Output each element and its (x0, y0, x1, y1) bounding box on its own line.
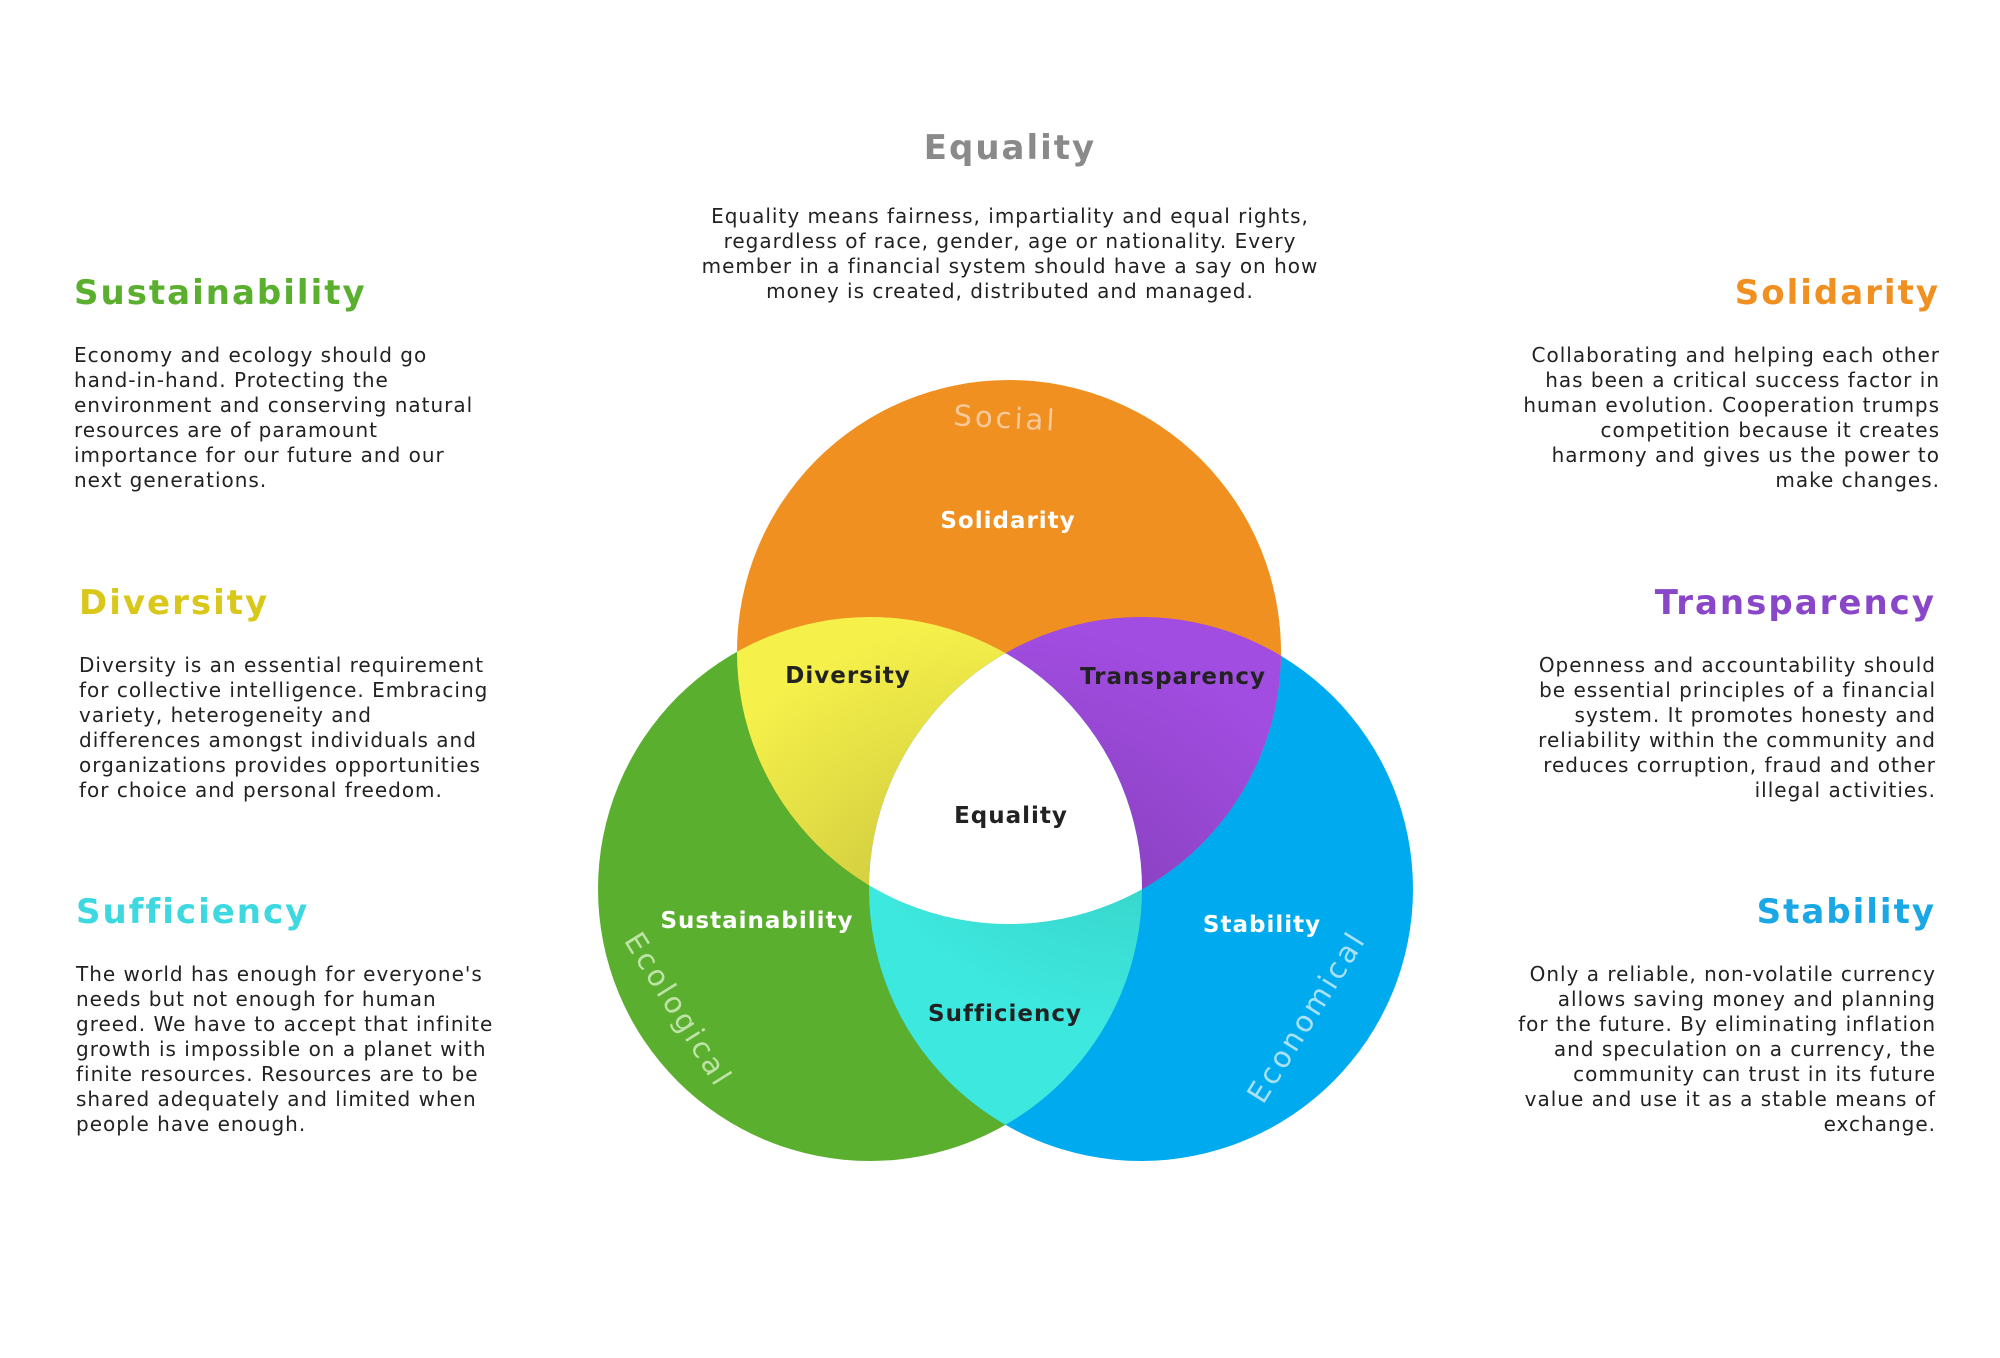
transparency-info: Transparency Openness and accountability… (1476, 583, 1936, 803)
solidarity-label: Solidarity (940, 508, 1075, 534)
equality-region (869, 617, 1142, 924)
diversity-info: Diversity Diversity is an essential requ… (79, 583, 539, 803)
solidarity-heading: Solidarity (1734, 273, 1940, 313)
equality-info: Equality Equality means fairness, impart… (650, 128, 1370, 304)
stability-label: Stability (1203, 912, 1321, 938)
diversity-label: Diversity (785, 663, 910, 689)
equality-heading: Equality (923, 128, 1097, 168)
sufficiency-heading: Sufficiency (76, 892, 310, 932)
sustainability-label: Sustainability (660, 908, 853, 934)
equality-description: Equality means fairness, impartiality an… (701, 204, 1319, 303)
diversity-heading: Diversity (79, 583, 270, 623)
social-circle-label: Social (953, 398, 1059, 437)
transparency-heading: Transparency (1654, 583, 1936, 623)
sustainability-info: Sustainability Economy and ecology shoul… (74, 273, 534, 493)
solidarity-info: Solidarity Collaborating and helping eac… (1480, 273, 1940, 493)
sufficiency-description: The world has enough for everyone's need… (76, 962, 494, 1136)
sufficiency-label: Sufficiency (928, 1001, 1082, 1027)
diversity-description: Diversity is an essential requirement fo… (79, 653, 489, 802)
stability-description: Only a reliable, non-volatile currency a… (1518, 962, 1936, 1136)
solidarity-description: Collaborating and helping each other has… (1523, 343, 1940, 492)
transparency-label: Transparency (1080, 664, 1266, 690)
stability-heading: Stability (1756, 892, 1936, 932)
sufficiency-info: Sufficiency The world has enough for eve… (76, 892, 536, 1137)
transparency-description: Openness and accountability should be es… (1538, 653, 1936, 802)
sustainability-description: Economy and ecology should go hand-in-ha… (74, 343, 474, 492)
sustainability-heading: Sustainability (74, 273, 367, 313)
stability-info: Stability Only a reliable, non-volatile … (1476, 892, 1936, 1137)
equality-label: Equality (954, 803, 1068, 829)
